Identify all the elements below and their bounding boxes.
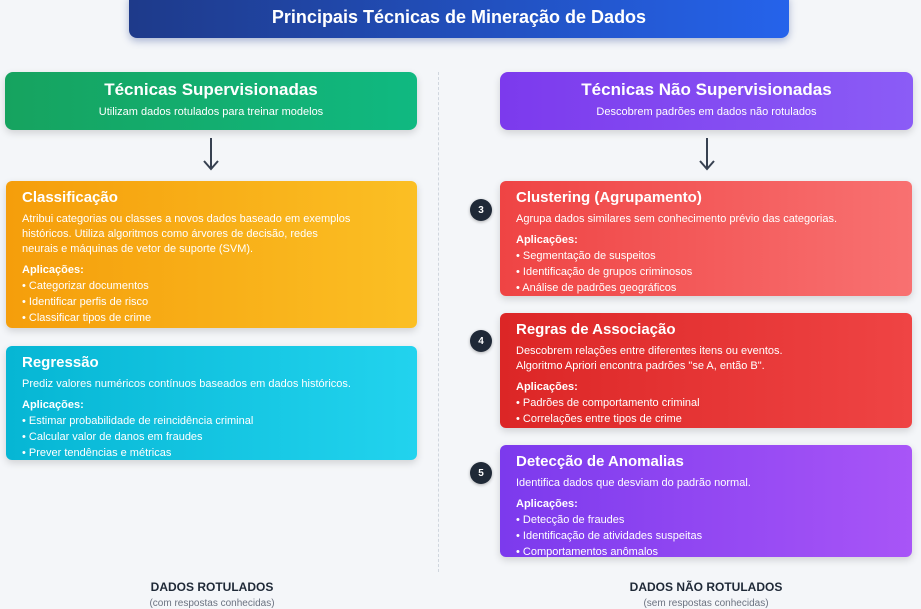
card-clustering: Clustering (Agrupamento) Agrupa dados si… — [500, 181, 912, 296]
card-regras-associacao: Regras de Associação Descobrem relações … — [500, 313, 912, 428]
application-item: • Estimar probabilidade de reincidência … — [22, 415, 254, 427]
application-item: • Classificar tipos de crime — [22, 312, 152, 324]
card-regressao: Regressão Prediz valores numéricos contí… — [6, 346, 417, 460]
card-description: Identifica dados que desviam do padrão n… — [516, 477, 751, 489]
card-description: neurais e máquinas de vetor de suporte (… — [22, 243, 254, 255]
card-title: Detecção de Anomalias — [516, 453, 684, 470]
column-divider — [438, 72, 439, 572]
card-description: Descobrem relações entre diferentes iten… — [516, 345, 783, 357]
application-item: • Análise de padrões geográficos — [516, 282, 677, 294]
card-title: Clustering (Agrupamento) — [516, 189, 702, 206]
applications-label: Aplicações: — [516, 234, 578, 246]
card-title: Regras de Associação — [516, 321, 676, 338]
step-badge: 5 — [470, 462, 492, 484]
application-item: • Identificar perfis de risco — [22, 296, 149, 308]
card-classificacao: Classificação Atribui categorias ou clas… — [6, 181, 417, 328]
supervised-footer-sub: (com respostas conhecidas) — [149, 598, 275, 609]
applications-label: Aplicações: — [516, 381, 578, 393]
unsupervised-header: Técnicas Não Supervisionadas Descobrem p… — [500, 72, 913, 130]
application-item: • Segmentação de suspeitos — [516, 250, 656, 262]
card-description: Agrupa dados similares sem conhecimento … — [516, 213, 837, 225]
application-item: • Identificação de grupos criminosos — [516, 266, 693, 278]
down-arrow-icon — [203, 138, 219, 171]
supervised-footer-label: DADOS ROTULADOS — [150, 580, 274, 594]
card-description: Algoritmo Apriori encontra padrões "se A… — [516, 360, 765, 372]
card-title: Classificação — [22, 189, 118, 206]
card-description: históricos. Utiliza algoritmos como árvo… — [22, 228, 318, 240]
supervised-header: Técnicas Supervisionadas Utilizam dados … — [5, 72, 417, 130]
application-item: • Identificação de atividades suspeitas — [516, 530, 703, 542]
card-title: Regressão — [22, 354, 99, 371]
down-arrow-icon — [699, 138, 715, 171]
card-deteccao-anomalias: Detecção de Anomalias Identifica dados q… — [500, 445, 912, 558]
applications-label: Aplicações: — [516, 498, 578, 510]
unsupervised-footer-sub: (sem respostas conhecidas) — [643, 598, 769, 609]
application-item: • Calcular valor de danos em fraudes — [22, 431, 203, 443]
application-item: • Categorizar documentos — [22, 280, 149, 292]
applications-label: Aplicações: — [22, 399, 84, 411]
application-item: • Detecção de fraudes — [516, 514, 625, 526]
supervised-subtitle: Utilizam dados rotulados para treinar mo… — [98, 106, 324, 118]
application-item: • Correlações entre tipos de crime — [516, 413, 682, 425]
unsupervised-footer-label: DADOS NÃO ROTULADOS — [629, 580, 783, 594]
card-description: Atribui categorias ou classes a novos da… — [22, 213, 351, 225]
card-description: Prediz valores numéricos contínuos basea… — [22, 378, 351, 390]
step-badge: 4 — [470, 330, 492, 352]
applications-label: Aplicações: — [22, 264, 84, 276]
application-item: • Prever tendências e métricas — [22, 447, 172, 459]
application-item: • Padrões de comportamento criminal — [516, 397, 700, 409]
supervised-title: Técnicas Supervisionadas — [104, 80, 318, 99]
unsupervised-subtitle: Descobrem padrões em dados não rotulados — [596, 106, 817, 118]
unsupervised-title: Técnicas Não Supervisionadas — [581, 80, 832, 99]
application-item: • Comportamentos anômalos — [516, 546, 659, 558]
page-title: Principais Técnicas de Mineração de Dado… — [129, 0, 789, 38]
step-badge: 3 — [470, 199, 492, 221]
